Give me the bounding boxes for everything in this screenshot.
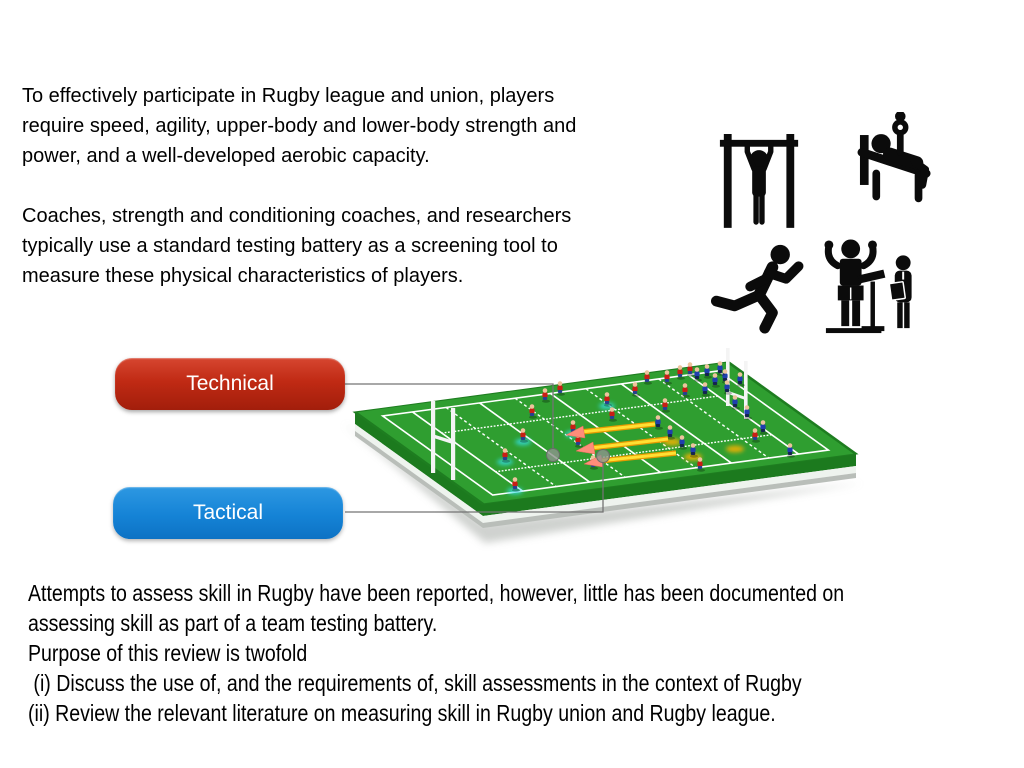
outcome-text: Attempts to assess skill in Rugby have b…	[28, 578, 988, 728]
bench-press-icon	[849, 112, 941, 208]
text-line: To effectively participate in Rugby leag…	[22, 85, 555, 107]
text-line: typically use a standard testing battery…	[22, 235, 558, 257]
text-line: measure these physical characteristics o…	[22, 265, 464, 287]
text-line: require speed, agility, upper-body and l…	[22, 115, 577, 137]
tactical-button-label: Tactical	[192, 501, 264, 524]
pullup-exercise-icon	[716, 124, 804, 232]
fitness-assessment-icon	[818, 236, 922, 340]
players-group	[502, 361, 795, 492]
sprinting-icon	[706, 242, 806, 334]
text-line: Coaches, strength and conditioning coach…	[22, 205, 572, 227]
text-line: assessing skill as part of a team testin…	[28, 610, 438, 636]
paragraph-gap	[22, 171, 576, 201]
goalposts-far	[726, 348, 748, 419]
field-shadow	[343, 423, 863, 543]
text-line: (i) Discuss the use of, and the requirem…	[28, 670, 802, 696]
text-line: (ii) Review the relevant literature on m…	[28, 700, 776, 726]
text-line: Attempts to assess skill in Rugby have b…	[28, 580, 845, 606]
technical-button[interactable]: Technical	[115, 358, 345, 410]
rugby-field-illustration	[343, 348, 863, 543]
text-line: Purpose of this review is twofold	[28, 640, 308, 666]
technical-button-label: Technical	[186, 372, 274, 395]
intro-text: To effectively participate in Rugby leag…	[22, 81, 576, 291]
tactical-button[interactable]: Tactical	[113, 487, 343, 539]
slab-edge-grey	[355, 431, 856, 528]
text-line: power, and a well-developed aerobic capa…	[22, 145, 430, 167]
slab-edge-light	[355, 424, 856, 523]
slab-edge-dark	[355, 412, 856, 516]
